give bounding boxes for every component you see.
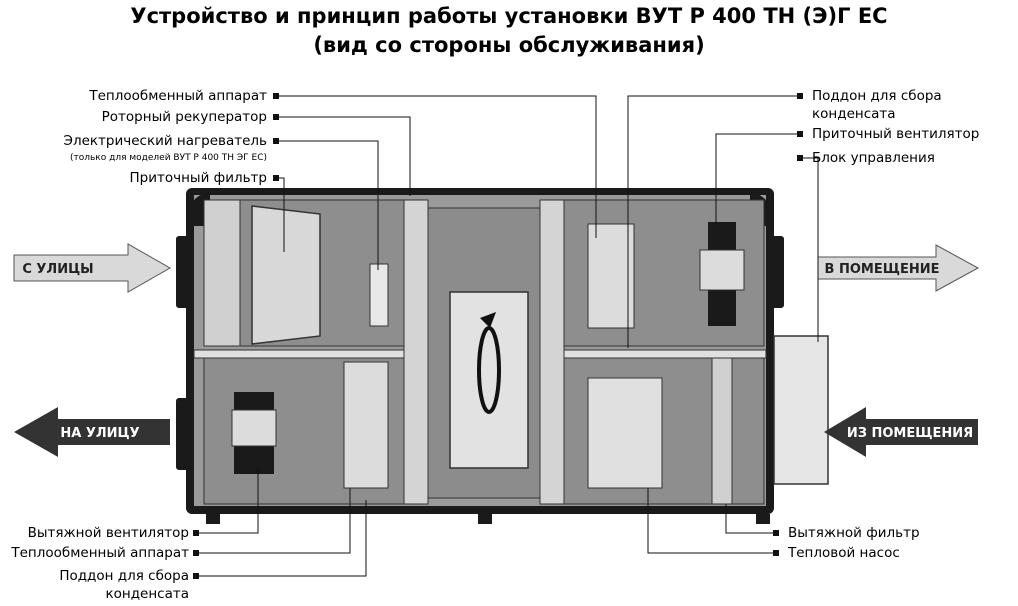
title-line-2: (вид со стороны обслуживания) [313,33,705,57]
arrow-to-room [817,244,980,292]
arrow-to-street-label: НА УЛИЦУ [60,426,139,441]
right-top-flange [770,236,784,308]
lower-heat-exchanger [343,361,389,489]
heater-strip [369,263,389,327]
leader-dots [193,93,803,579]
arrow-from-street [13,243,172,293]
label-supply-filter: Приточный фильтр [129,170,267,186]
arrow-to-room-label: В ПОМЕЩЕНИЕ [825,262,940,277]
label-heat-exchanger-top: Теплообменный аппарат [89,88,267,104]
rotor-frame-right [539,199,565,505]
left-frame-strip [203,199,241,347]
label-rotor-recuperator: Роторный рекуператор [101,109,267,125]
rotor-frame-left [403,199,429,505]
left-bottom-flange [176,398,190,470]
label-supply-fan: Приточный вентилятор [812,126,980,142]
rotation-arrow [477,326,501,414]
label-exhaust-fan: Вытяжной вентилятор [27,525,189,541]
label-condensate-tray-top-1: Поддон для сбора [812,88,942,104]
label-heat-pump: Тепловой насос [788,545,900,561]
supply-filter-shape [251,205,321,345]
exhaust-fan-frame [231,409,277,447]
label-control-unit: Блок управления [812,150,935,166]
label-condensate-tray-top-2: конденсата [812,106,896,122]
label-condensate-tray-bottom-1: Поддон для сбора [59,568,189,584]
supply-fan-frame [699,249,745,291]
label-electric-heater: Электрический нагреватель [63,133,267,149]
foot-3 [756,514,770,524]
arrow-to-street [14,407,170,457]
label-condensate-tray-bottom-2: конденсата [105,586,189,602]
label-exhaust-filter: Вытяжной фильтр [788,525,920,541]
rotation-arrow-head [480,312,496,328]
arrow-from-room-label: ИЗ ПОМЕЩЕНИЯ [847,426,973,441]
title-line-1: Устройство и принцип работы установки ВУ… [130,4,888,28]
control-unit-box [773,335,829,485]
exhaust-filter-panel [711,357,733,505]
compressor [587,377,663,489]
arrow-from-street-label: С УЛИЦЫ [22,262,93,277]
label-electric-heater-note: (только для моделей ВУТ Р 400 ТН ЭГ ЕС) [69,153,267,163]
leader-lines [196,95,819,577]
label-heat-exchanger-bottom: Теплообменный аппарат [11,545,189,561]
foot-2 [478,514,492,524]
arrow-from-room [824,407,978,457]
diagram-title: Устройство и принцип работы установки ВУ… [0,2,1018,60]
left-top-flange [176,236,190,308]
upper-heat-exchanger [587,223,635,329]
foot-1 [206,514,220,524]
